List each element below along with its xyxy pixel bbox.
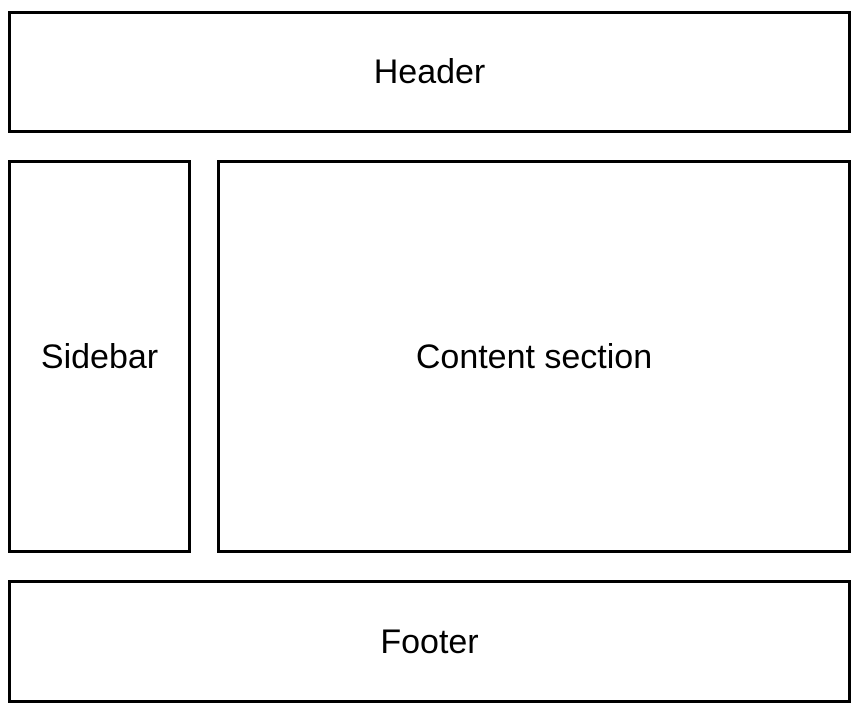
content-section-label: Content section [415, 337, 653, 376]
footer-box: Footer [8, 580, 851, 703]
header-box: Header [8, 11, 851, 133]
sidebar-label: Sidebar [40, 337, 159, 376]
sidebar-box: Sidebar [8, 160, 191, 553]
header-label: Header [373, 53, 486, 91]
footer-label: Footer [380, 622, 479, 661]
content-section-box: Content section [217, 160, 851, 553]
